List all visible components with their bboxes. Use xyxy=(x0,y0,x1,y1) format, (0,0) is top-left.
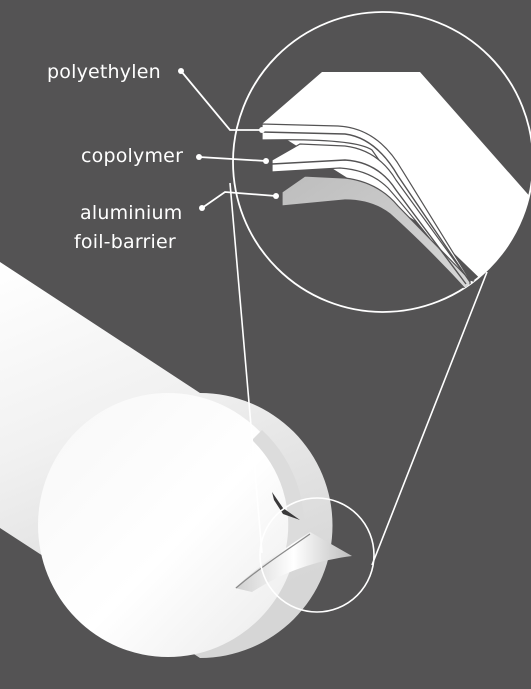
layer-line-1 xyxy=(261,131,471,283)
peeled-layer-shadow xyxy=(235,533,311,589)
connector-left xyxy=(229,182,263,554)
dot-aluminium-end xyxy=(273,193,279,199)
label-polyethylene: polyethylen xyxy=(47,61,161,83)
leader-aluminium xyxy=(201,191,277,209)
dot-aluminium-start xyxy=(199,205,205,211)
dot-polyethylene-start xyxy=(178,68,184,74)
dot-polyethylene-end xyxy=(259,127,265,133)
label-aluminium-line1: aluminium xyxy=(80,202,182,224)
dot-copolymer-end xyxy=(263,158,269,164)
leader-dots xyxy=(178,68,279,211)
pipe-end-face xyxy=(38,393,298,657)
aluminium-foil-layer xyxy=(281,175,471,296)
pipe-wall-notch xyxy=(272,492,300,520)
small-magnifier-circle xyxy=(259,497,375,613)
pipe-wall-edge xyxy=(252,430,305,560)
leader-polyethylene xyxy=(180,70,262,131)
leader-lines xyxy=(180,70,277,209)
pipe xyxy=(0,262,352,658)
label-aluminium-line2: foil-barrier xyxy=(74,231,176,253)
connector-right xyxy=(371,271,488,566)
leader-copolymer xyxy=(198,156,267,162)
layer-line-2 xyxy=(271,159,467,285)
label-copolymer: copolymer xyxy=(81,145,183,167)
dot-copolymer-start xyxy=(196,154,202,160)
magnifier-connectors xyxy=(229,182,488,566)
